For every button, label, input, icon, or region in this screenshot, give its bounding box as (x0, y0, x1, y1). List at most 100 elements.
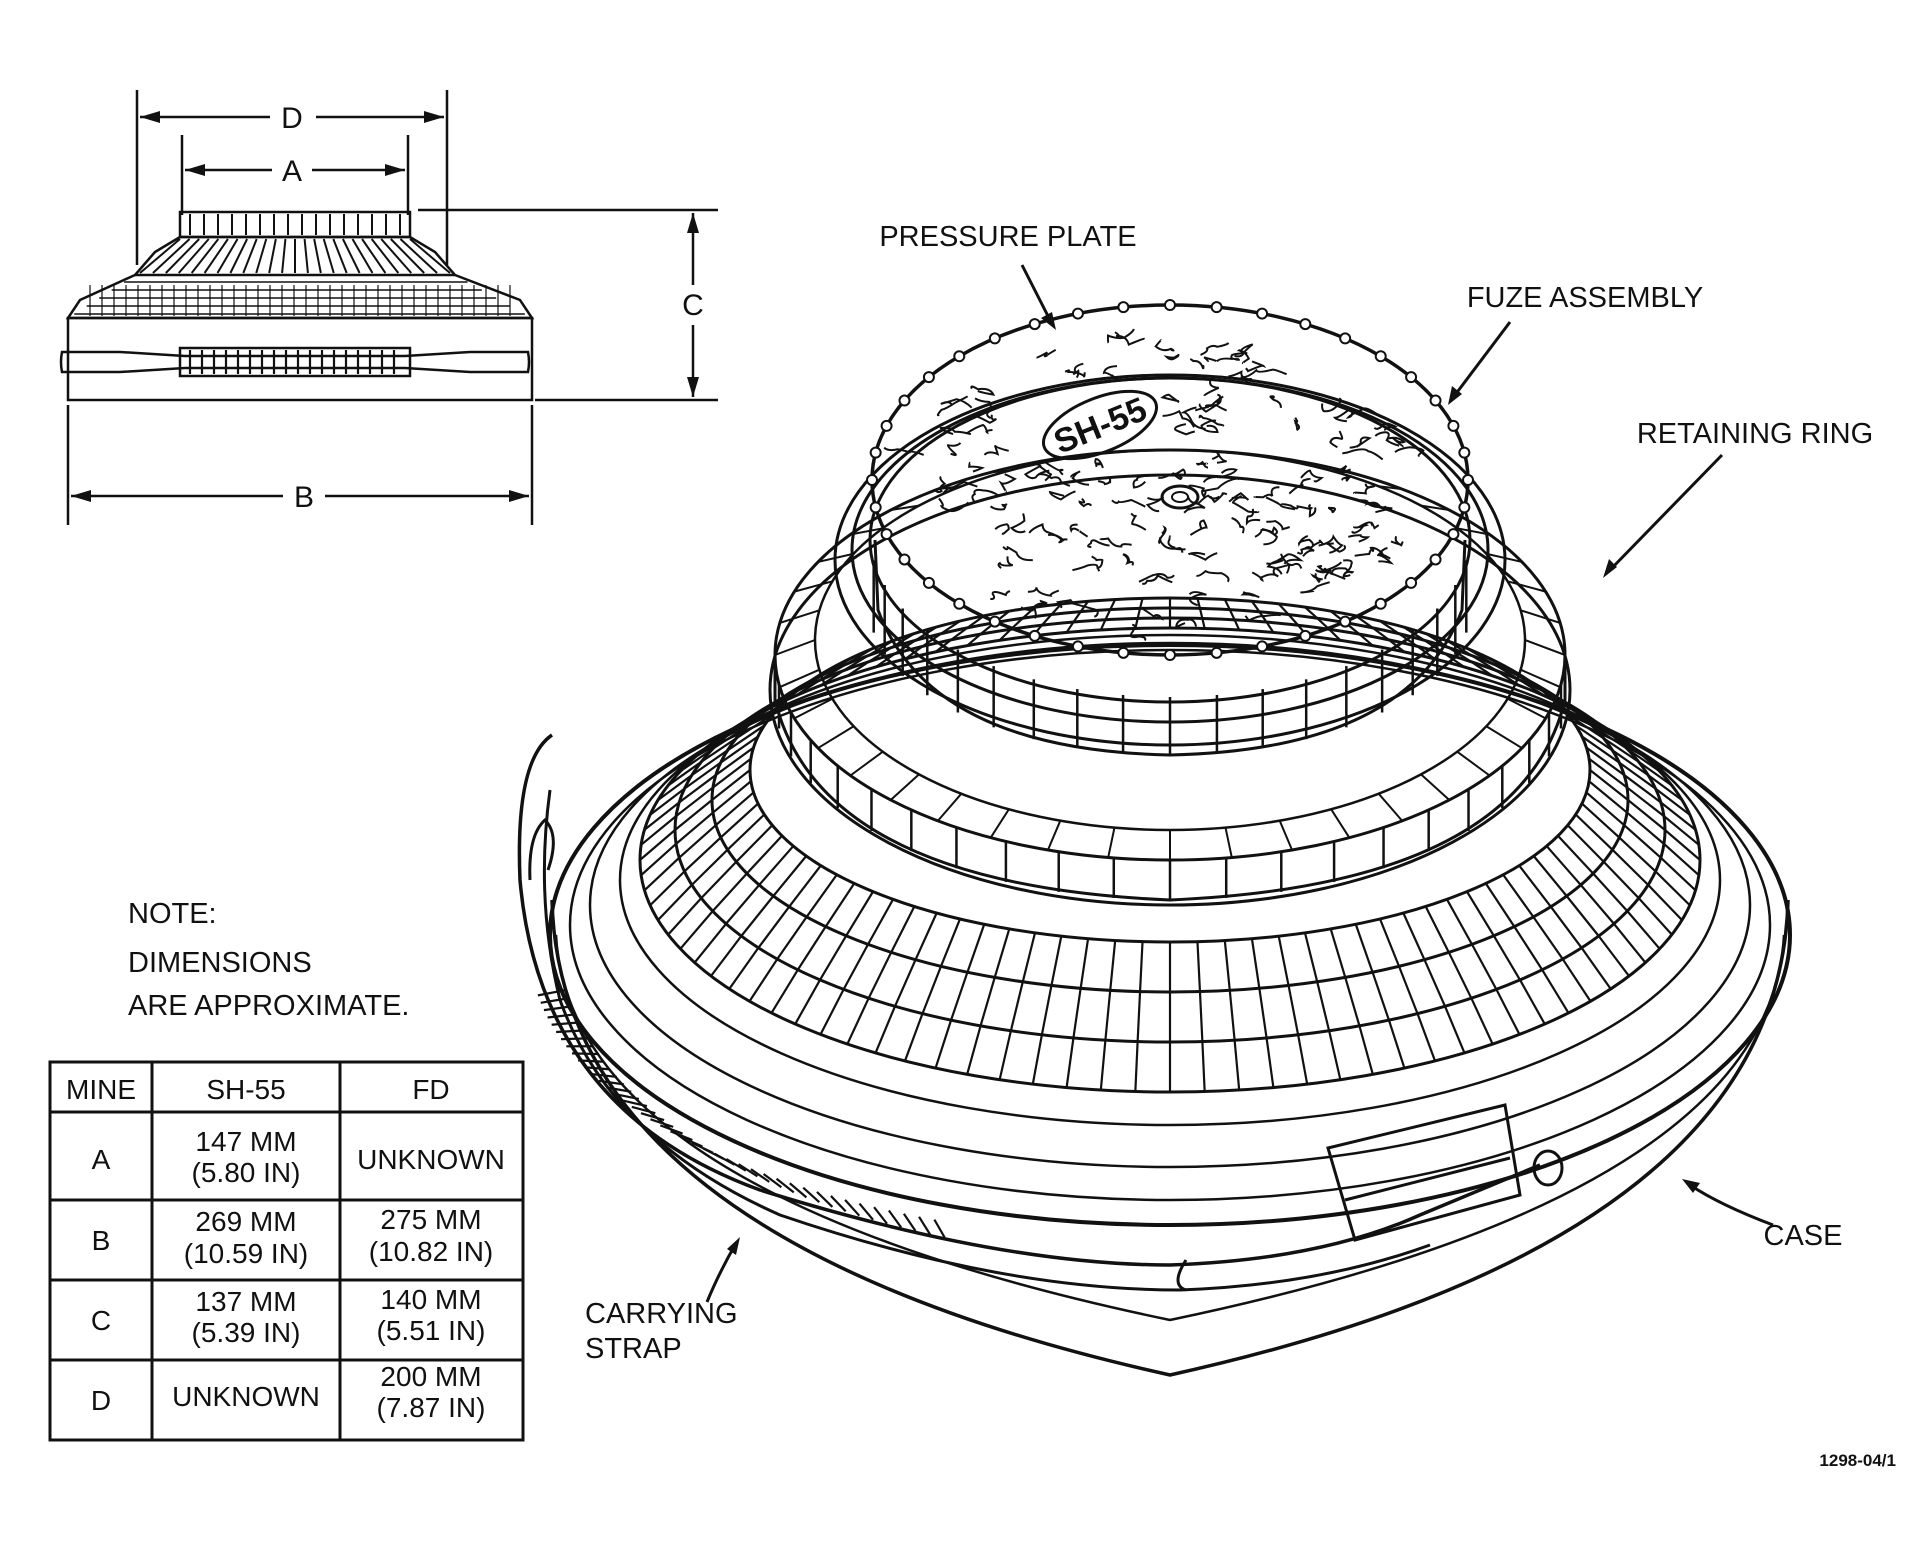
plate-texture-stroke (1373, 422, 1399, 431)
plate-texture-stroke (1308, 503, 1317, 518)
plate-texture-stroke (1326, 542, 1347, 553)
strap-rib (933, 1219, 946, 1239)
mine-case (548, 633, 1792, 1377)
plate-texture-stroke (1230, 352, 1248, 361)
plate-texture-stroke (1349, 436, 1372, 449)
perspective-view: SH-55 PRESSURE PLATE (517, 221, 1873, 1377)
plate-texture-stroke (1163, 354, 1180, 361)
grid-rib (740, 895, 775, 937)
collar-top-segment (1047, 820, 1062, 851)
grid-rib (1277, 935, 1290, 986)
strap-rib (631, 1105, 656, 1115)
table-row-b-fd-mm: 275 MM (380, 1204, 481, 1235)
collar-top-segment (1378, 485, 1403, 491)
plate-texture-stroke (1348, 534, 1371, 543)
strap-rib (606, 1086, 632, 1093)
grid-rib (1228, 990, 1236, 1041)
fuze-assembly (833, 373, 1507, 757)
grid-rib (1277, 603, 1290, 616)
plate-texture-stroke (1038, 473, 1071, 487)
plate-texture-stroke (990, 590, 1011, 601)
grid-rib (1647, 774, 1683, 801)
grid-rib (867, 951, 893, 999)
plate-rim-bump (1458, 501, 1471, 514)
grid-rib (1072, 611, 1082, 623)
sv-mid-rib (255, 238, 268, 274)
grid-rib (1637, 897, 1673, 936)
collar-top-segment (850, 527, 883, 536)
plate-texture-stroke (1345, 407, 1382, 420)
grid-rib (921, 965, 943, 1014)
grid-rib (1663, 815, 1700, 846)
plate-texture-stroke (997, 556, 1013, 569)
grid-rib (1065, 1037, 1075, 1088)
collar-top-segment (1420, 504, 1450, 512)
grid-rib (1354, 923, 1374, 973)
plate-texture-stroke (1154, 339, 1175, 352)
plate-texture-stroke (1341, 475, 1351, 482)
plate-rim-bump (869, 446, 882, 459)
grid-rib (691, 749, 729, 777)
strap-rib (816, 1191, 834, 1208)
grid-rib (712, 757, 752, 789)
grid-rib (1598, 723, 1630, 745)
plate-texture-stroke (940, 398, 973, 409)
dim-b-line (71, 490, 529, 502)
grid-rib (678, 774, 717, 804)
fuze-collar (768, 448, 1572, 907)
grid-rib (1378, 918, 1401, 967)
grid-rib (1588, 780, 1628, 814)
grid-rib (1136, 991, 1142, 1042)
plate-texture-stroke (1228, 491, 1250, 503)
plate-rim-bump (1458, 446, 1471, 459)
grid-rib (1138, 598, 1144, 609)
grid-rib (874, 652, 896, 669)
grid-rib (1466, 647, 1495, 666)
collar-top-segment (849, 750, 884, 777)
grid-rib (1513, 925, 1544, 971)
plate-texture-stroke (994, 523, 1010, 535)
sv-mid-rib (380, 238, 412, 274)
plate-texture-stroke (1138, 572, 1175, 583)
label-retaining-ring: RETAINING RING (1637, 418, 1873, 450)
grid-rib (998, 628, 1012, 642)
label-pressure-plate: PRESSURE PLATE (879, 221, 1136, 253)
strap-rib (789, 1182, 808, 1199)
plate-rim-bump (1256, 640, 1269, 653)
grid-rib (867, 639, 894, 657)
grid-rib (1258, 988, 1268, 1039)
collar-top-segment (793, 697, 833, 720)
grid-rib (657, 884, 693, 921)
grid-rib (890, 905, 916, 953)
grid-rib (1574, 813, 1614, 851)
plate-texture-stroke (1091, 555, 1104, 569)
grid-rib (1445, 898, 1473, 945)
grid-rib (1618, 836, 1657, 873)
plate-texture-stroke (1097, 478, 1112, 486)
strap-rib (560, 1037, 588, 1041)
grid-rib (712, 780, 752, 814)
strap-rib (844, 1199, 861, 1217)
table-row-d-mine: D (91, 1385, 111, 1416)
grid-rib (1532, 855, 1568, 897)
grid-rib (1371, 971, 1390, 1021)
grid-rib (725, 884, 761, 925)
plate-texture-stroke (1261, 526, 1278, 536)
plate-texture-stroke (1167, 535, 1186, 551)
grid-rib (710, 935, 743, 977)
plate-texture-stroke (1158, 525, 1167, 545)
plate-texture-stroke (983, 444, 1009, 456)
plate-texture-stroke (1211, 451, 1227, 464)
collar-top-segment (794, 580, 833, 593)
table-row-c-sh55-mm: 137 MM (195, 1286, 296, 1317)
grid-rib (1545, 845, 1582, 886)
grid-rib (993, 928, 1011, 978)
sv-mid-rib (332, 238, 348, 274)
collar-top-segment (1420, 773, 1450, 801)
grid-rib (1031, 1034, 1043, 1085)
grid-rib (1663, 843, 1700, 876)
plate-rim-bump (1071, 640, 1084, 653)
grid-rib (1443, 1005, 1466, 1054)
plate-rim-bump (988, 615, 1001, 628)
table-header-mine: MINE (66, 1074, 136, 1105)
